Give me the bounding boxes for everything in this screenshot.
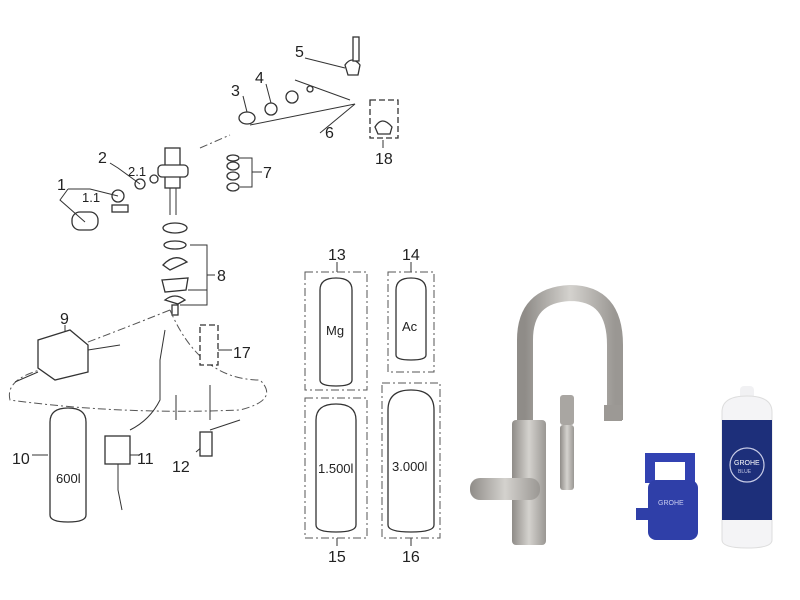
callout-labels: 1 1.1 2 2.1 3 4 5 6 7 8 9 10 11 12 13 14… [12,44,420,566]
callout-11: 11 [137,451,154,468]
cartridge-ac-label: Ac [402,319,418,334]
hoses-and-filter-head [8,309,268,511]
cartridge-mg-label: Mg [326,323,344,338]
filter-head-photo: GROHE [636,453,698,540]
callout-12: 12 [172,459,190,476]
cartridge-3000-label: 3.000l [392,459,428,474]
product-photo: GROHE GROHE BLUE [470,284,773,549]
callout-5: 5 [295,44,304,61]
cartridge-600-label: 600l [56,471,81,486]
callout-1: 1 [57,177,66,194]
callout-10: 10 [12,451,30,468]
callout-1-1: 1.1 [82,190,100,205]
callout-18: 18 [375,151,393,168]
callout-14: 14 [402,247,420,264]
callout-13: 13 [328,247,346,264]
callout-9: 9 [60,311,69,328]
faucet-photo [470,284,623,545]
callout-15: 15 [328,549,346,566]
cartridge-1500-label: 1.500l [318,461,354,476]
cartridges-drawing [49,271,441,539]
callout-2: 2 [98,150,107,167]
callout-3: 3 [231,83,240,100]
cartridge-labels: Mg Ac 600l 1.500l 3.000l [56,319,428,486]
filter-head-brand: GROHE [658,500,684,507]
filter-sub-brand: BLUE [738,469,752,475]
small-parts-drawing [71,36,399,316]
callout-7: 7 [263,165,272,182]
aerator-parts [226,154,240,192]
filter-cartridge-photo: GROHE BLUE [721,386,773,549]
faucet-body-drawing [157,78,236,215]
callout-4: 4 [255,70,264,87]
callout-16: 16 [402,549,420,566]
leader-lines [32,57,412,546]
filter-brand: GROHE [734,460,760,467]
callout-6: 6 [325,125,334,142]
callout-17: 17 [233,345,251,362]
callout-8: 8 [217,268,226,285]
callout-2-1: 2.1 [128,164,146,179]
